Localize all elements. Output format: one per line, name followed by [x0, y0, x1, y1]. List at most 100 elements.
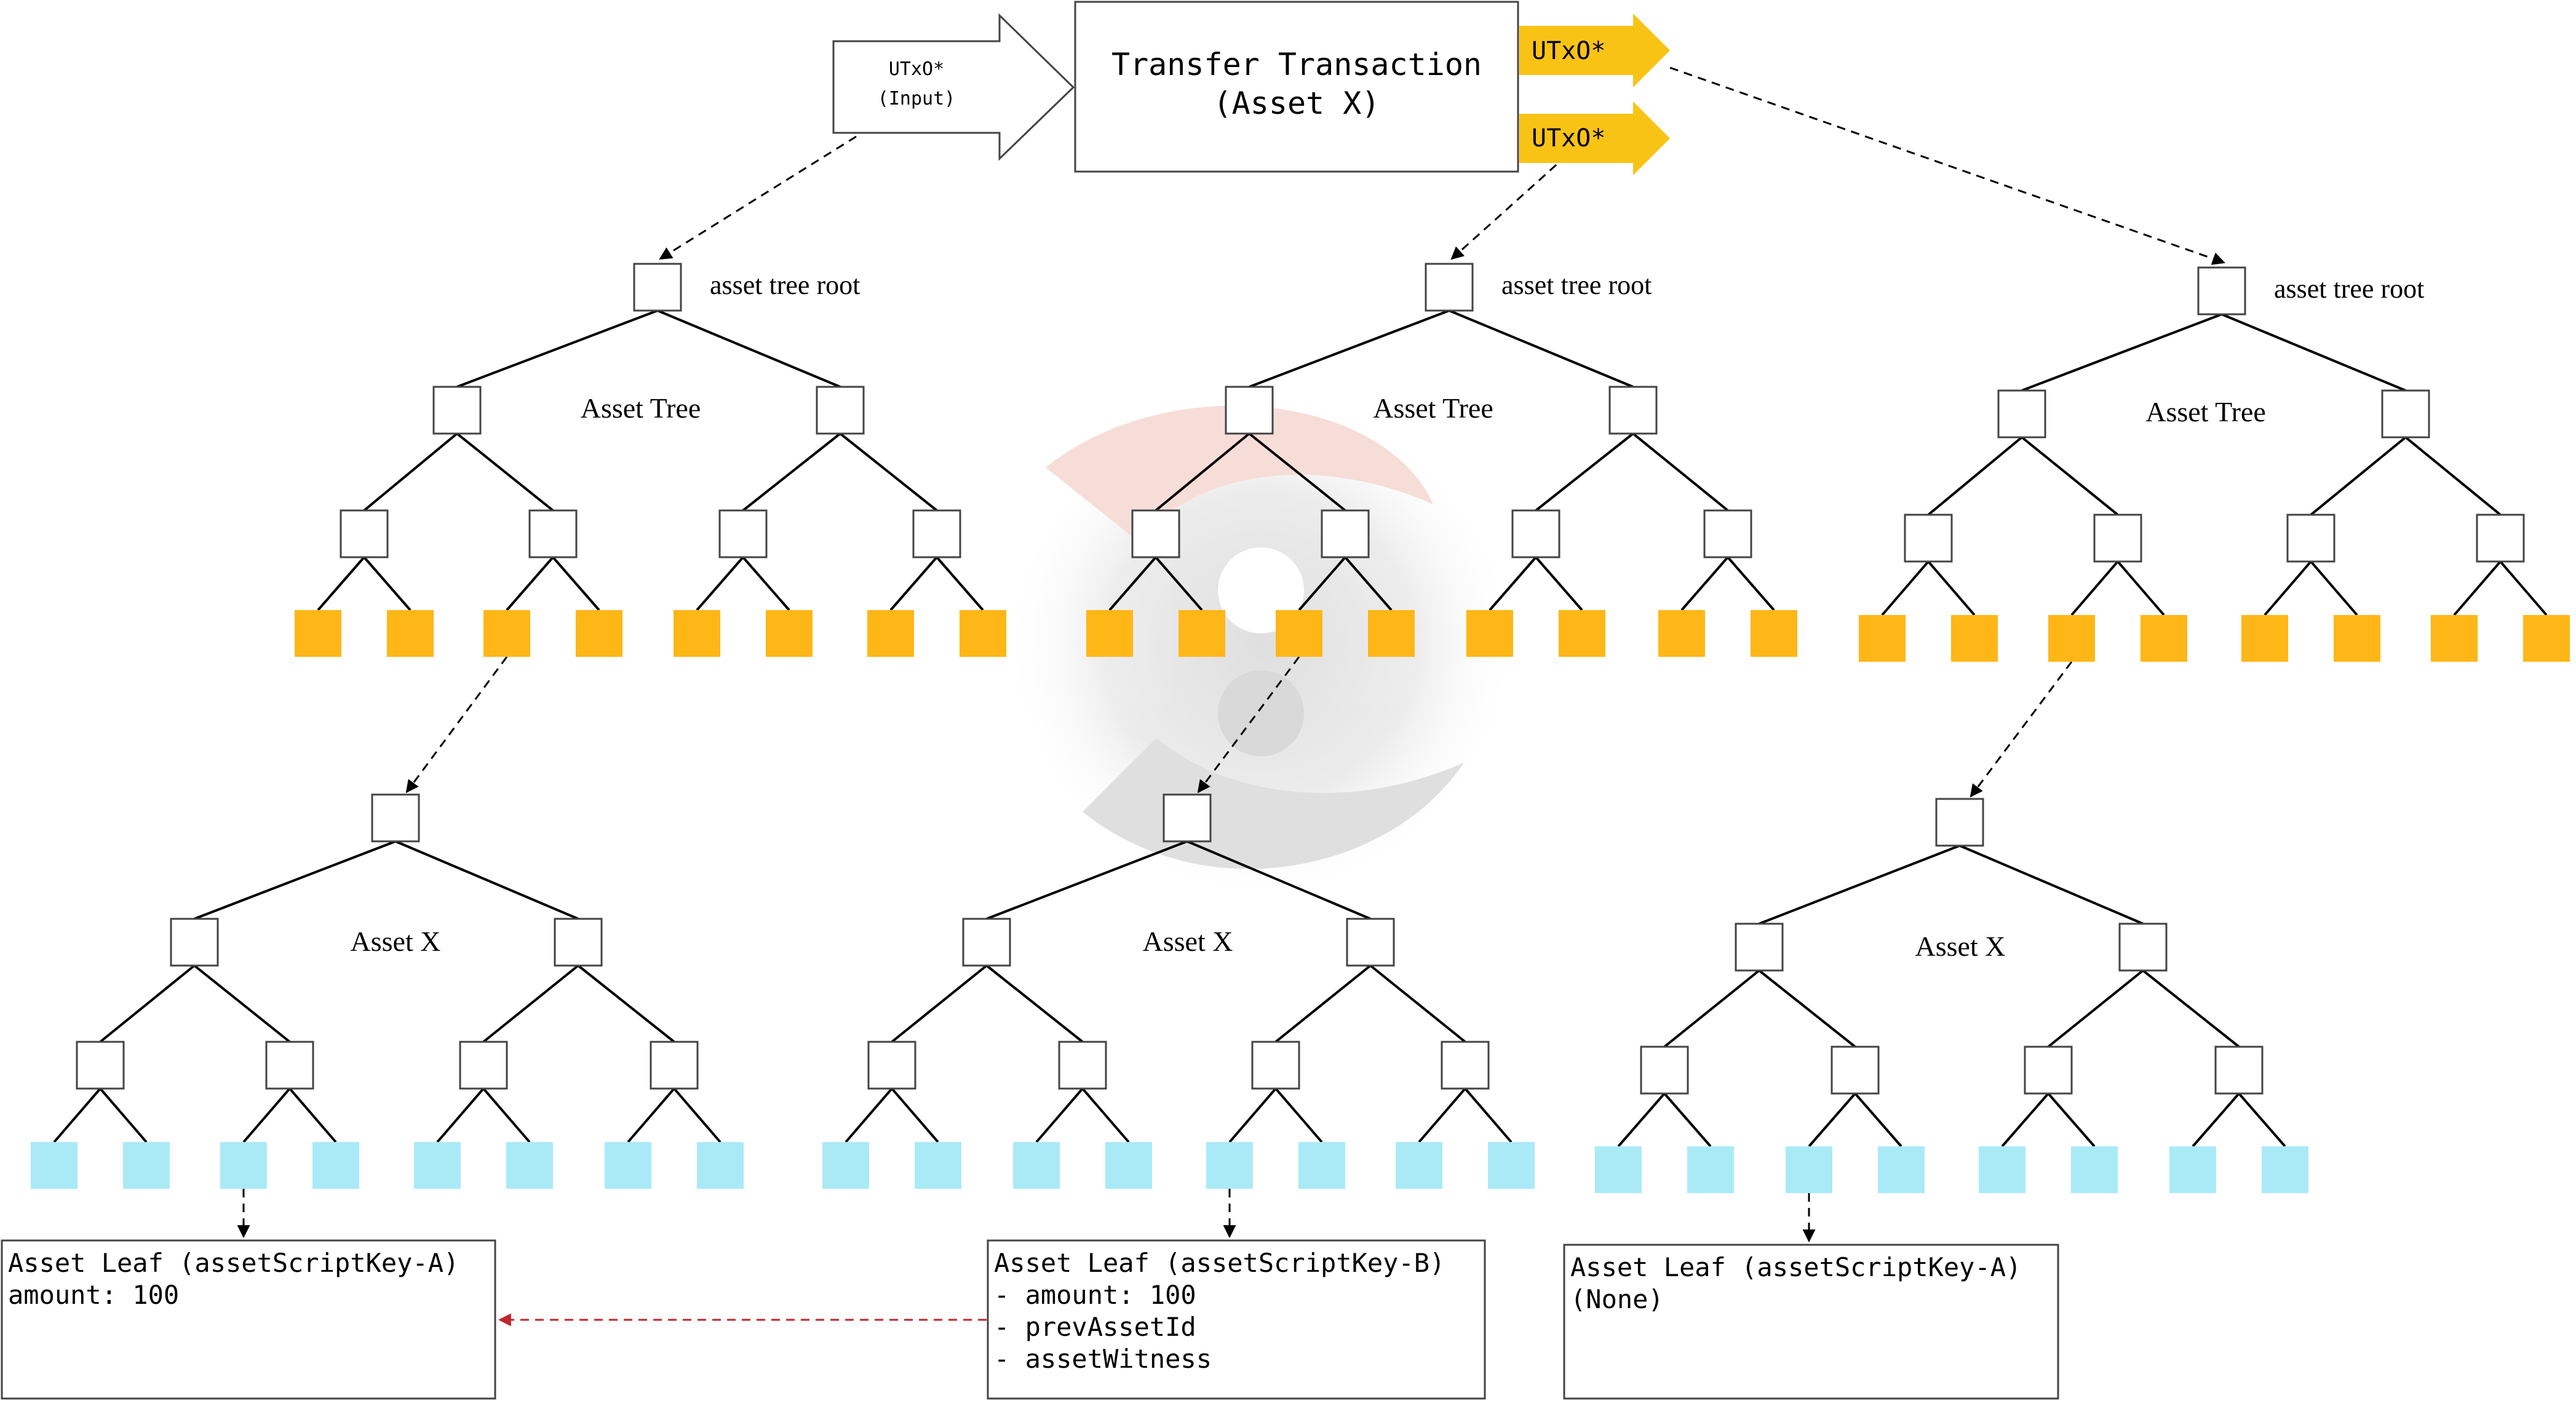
tree-1-edge-l2-leaf [889, 556, 938, 611]
output-arrow-1-label: UTxO* [1532, 37, 1605, 65]
tree-1-l1-node [816, 386, 865, 435]
tree-3-asset-leaf [2048, 615, 2095, 662]
leaf-box-1-line2: amount: 100 [8, 1280, 179, 1310]
tree-3-asset-x-leaf [2262, 1146, 2308, 1193]
tree-3-asset-x-edge [2192, 1092, 2240, 1148]
tree-2-edge-l1-l2 [1632, 432, 1729, 512]
tree-1-asset-x-l1-node [170, 918, 219, 967]
tree-1-asset-x-edge [673, 1087, 722, 1143]
tree-3-l2-node [2476, 514, 2525, 563]
tree-3-asset-x-root-node [1935, 798, 1984, 847]
tree-1-asset-leaf [295, 610, 341, 657]
tree-2-asset-x-l2-node [1058, 1041, 1107, 1090]
tree-1-asset-leaf [766, 610, 813, 657]
tree-1-asset-x-edge [99, 964, 196, 1043]
tree-2-asset-leaf [1368, 610, 1415, 657]
tree-1-asset-x-edge [194, 840, 396, 920]
tree-2-edge-l2-leaf [1489, 556, 1537, 611]
tree-3-root-label: asset tree root [2274, 274, 2424, 304]
leaf-box-2-line1: Asset Leaf (assetScriptKey-B) [994, 1248, 1445, 1278]
tree-2-asset-x-leaf [1396, 1142, 1442, 1189]
tree-3-asset-leaf [2431, 615, 2478, 662]
tree-2-asset-x-leaf [1298, 1142, 1345, 1189]
leaf-box-3-line1: Asset Leaf (assetScriptKey-A) [1570, 1252, 2021, 1282]
tree-2-asset-x-root-node [1163, 793, 1212, 843]
transaction-subtitle: (Asset X) [1214, 85, 1380, 121]
tree-1-asset-x-edge [395, 840, 579, 920]
tree-1-edge-l2-leaf [506, 556, 554, 611]
tree-3-root-node [2197, 266, 2246, 316]
tree-1-asset-x-leaf [506, 1142, 553, 1189]
tree-2-asset-x-l2-node [867, 1041, 916, 1090]
leaf-box-1: Asset Leaf (assetScriptKey-A) amount: 10… [1, 1239, 496, 1400]
tree-3-l2-node [2286, 514, 2335, 563]
tree-2-l2-node [1703, 509, 1752, 558]
tree-2-edge-root-l1 [1449, 309, 1634, 388]
tree-1-edge-l2-leaf [363, 556, 411, 611]
tree-3-asset-x-label: Asset X [1915, 931, 2006, 962]
tree-2-asset-x-edge [986, 840, 1188, 920]
tree-3-leaf-to-asset-link [1970, 661, 2073, 798]
tree-2-asset-x-leaf [1206, 1142, 1253, 1189]
tree-3-asset-x-leaf [1878, 1146, 1925, 1193]
transfer-transaction-box: Transfer Transaction (Asset X) [1074, 1, 1519, 173]
leaf-box-2-line4: - assetWitness [994, 1344, 1212, 1374]
tree-1-edge-l2-leaf [696, 556, 744, 611]
tree-3-edge-root-l1 [2221, 313, 2406, 392]
tree-2-asset-x-leaf [1105, 1142, 1152, 1189]
tree-2-asset-leaf [1658, 610, 1705, 657]
tree-1-asset-leaf [960, 610, 1006, 657]
tree-1-asset-x-l2-node [265, 1041, 314, 1090]
tree-3-asset-x-l2-node [2214, 1046, 2264, 1095]
tree-1-edge-l1-l2 [742, 432, 841, 512]
tree-2-asset-x-edge [845, 1087, 893, 1143]
output-1-to-tree-3-link [1669, 66, 2225, 265]
tree-1-edge-root-l1 [657, 309, 841, 388]
tree-2-edge-l2-leaf [1680, 556, 1729, 611]
tree-1-asset-leaf [867, 610, 914, 657]
tree-1-asset-x-leaf [31, 1142, 78, 1189]
tree-2-asset-x-edge [1081, 1087, 1130, 1143]
tree-3-edge-l2-leaf [2070, 560, 2119, 616]
tree-2-asset-x-edge [1274, 1087, 1323, 1143]
tree-3-asset-tree-label: Asset Tree [2145, 396, 2266, 427]
tree-3-asset-x-edge [1759, 844, 1960, 925]
tree-2-edge-l2-leaf [1535, 556, 1583, 611]
tree-3-asset-leaf [2241, 615, 2288, 662]
tree-1-asset-x-l2-node [76, 1041, 125, 1090]
tree-1-edge-l2-leaf [936, 556, 984, 611]
tree-3-asset-leaf [2523, 615, 2570, 662]
tree-1-asset-leaf [576, 610, 622, 657]
tree-3-asset-x-leaf [2071, 1146, 2118, 1193]
tree-3-edge-l2-leaf [1927, 560, 1976, 616]
input-to-tree-1-link [659, 135, 857, 260]
tree-1-asset-x-edge [53, 1087, 101, 1143]
tree-2-asset-x-edge [891, 1087, 939, 1143]
tree-2-root-node [1425, 263, 1474, 312]
tree-1-asset-x-leaf [414, 1142, 461, 1189]
tree-1-edge-l2-leaf [552, 556, 600, 611]
tree-1-asset-x-leaf [697, 1142, 744, 1189]
tree-1-leaf-to-asset-link [405, 656, 508, 793]
tree-1-asset-tree-label: Asset Tree [581, 392, 701, 424]
tree-2-asset-x-leaf [822, 1142, 869, 1189]
tree-3-edge-l2-leaf [2499, 560, 2548, 616]
tree-3-asset-x-edge [1959, 844, 2144, 925]
tree-1-edge-root-l1 [456, 309, 658, 388]
output-2-to-tree-2-link [1450, 154, 1568, 260]
tree-1-asset-x-edge [482, 964, 579, 1043]
tree-3-asset-x-l1-node [2118, 923, 2168, 972]
tree-3-asset-leaf [1859, 615, 1906, 662]
tree-3-edge-l1-l2 [1927, 436, 2023, 516]
output-utxo-arrow-2: UTxO* [1519, 101, 1670, 175]
tree-nodes [31, 263, 2570, 1193]
tree-2-edge-root-l1 [1249, 309, 1450, 388]
transaction-title: Transfer Transaction [1111, 47, 1482, 82]
tree-2-asset-leaf [1466, 610, 1513, 657]
tree-3-asset-x-leaf [1595, 1146, 1642, 1193]
tree-2-edge-l2-leaf [1155, 556, 1203, 611]
tree-2-l2-node [1321, 509, 1370, 558]
tree-3-asset-x-edge [1854, 1092, 1902, 1148]
